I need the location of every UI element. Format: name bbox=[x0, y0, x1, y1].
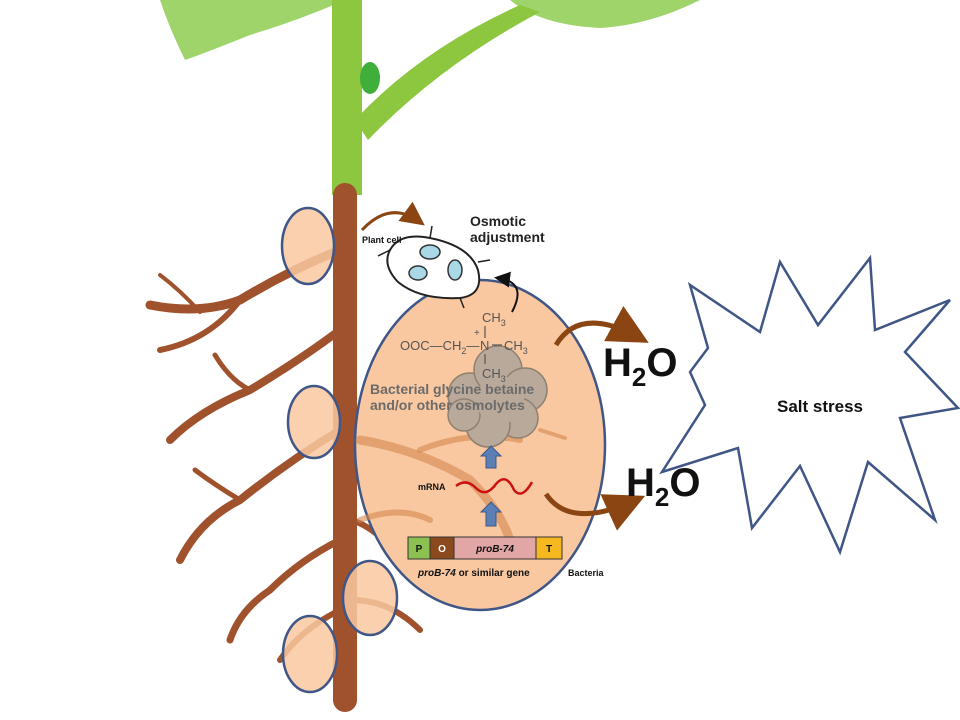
salt-stress-label: Salt stress bbox=[777, 397, 863, 416]
nodule bbox=[281, 614, 339, 694]
left-leaf bbox=[160, 0, 345, 60]
arrow-bacteria-to-cell bbox=[494, 271, 519, 313]
osmolyte-cloud bbox=[447, 345, 548, 448]
betaine-label-line2: and/or other osmolytes bbox=[370, 397, 525, 413]
expression-arrows bbox=[479, 445, 503, 527]
formula-left: OOC—CH2— bbox=[400, 338, 479, 356]
up-arrow-icon bbox=[479, 445, 503, 469]
gene-caption: proB-74 or similar gene bbox=[417, 568, 530, 579]
vacuole bbox=[447, 259, 463, 281]
arrow-h2o-lower bbox=[543, 492, 646, 531]
nodule bbox=[286, 384, 342, 460]
formula-charge: + bbox=[474, 328, 480, 339]
osmotic-label-line2: adjustment bbox=[470, 229, 545, 245]
stem-branch bbox=[355, 5, 540, 140]
green-stem bbox=[332, 0, 362, 195]
root-branch bbox=[157, 297, 243, 353]
mrna-strand bbox=[455, 477, 534, 495]
bacteria-label: Bacteria bbox=[568, 568, 605, 578]
osmotic-label-line1: Osmotic bbox=[470, 213, 526, 229]
formula-nitrogen: N bbox=[480, 338, 489, 353]
plant-shoot bbox=[160, 0, 700, 195]
nodule bbox=[341, 559, 399, 637]
bud bbox=[360, 62, 380, 94]
vacuole bbox=[419, 244, 441, 260]
up-arrow-icon bbox=[479, 501, 503, 527]
root-branch bbox=[158, 273, 202, 314]
root-nodules bbox=[280, 206, 399, 694]
gene-block-label: O bbox=[438, 544, 446, 555]
glycine-betaine-formula: OOC—CH2— + N CH3 CH3 CH3 bbox=[400, 310, 528, 384]
plant-cell bbox=[377, 225, 491, 309]
mrna-label: mRNA bbox=[418, 482, 446, 492]
nodule bbox=[280, 206, 336, 286]
plant-cell-body bbox=[386, 235, 481, 300]
root-branch bbox=[192, 467, 243, 503]
root-branch bbox=[226, 536, 344, 644]
plant-cell-label: Plant cell bbox=[362, 235, 402, 245]
betaine-label-line1: Bacterial glycine betaine bbox=[370, 381, 534, 397]
h2o-label-lower: H2O bbox=[626, 461, 700, 512]
h2o-label-upper: H2O bbox=[603, 341, 677, 392]
salt-stress-burst bbox=[659, 254, 960, 556]
arrow-h2o-upper bbox=[553, 306, 649, 347]
gene-block-label: proB-74 bbox=[475, 544, 514, 555]
methyl-bottom: CH3 bbox=[482, 366, 506, 384]
methyl-right: CH3 bbox=[504, 338, 528, 356]
right-leaf bbox=[510, 0, 700, 28]
vacuole bbox=[408, 265, 428, 281]
gene-block-label: T bbox=[546, 544, 552, 555]
gene-block-label: P bbox=[416, 544, 423, 555]
root-branch bbox=[212, 352, 253, 393]
arrow-root-to-cell bbox=[360, 201, 425, 232]
methyl-top: CH3 bbox=[482, 310, 506, 328]
gene-block bbox=[535, 536, 563, 560]
